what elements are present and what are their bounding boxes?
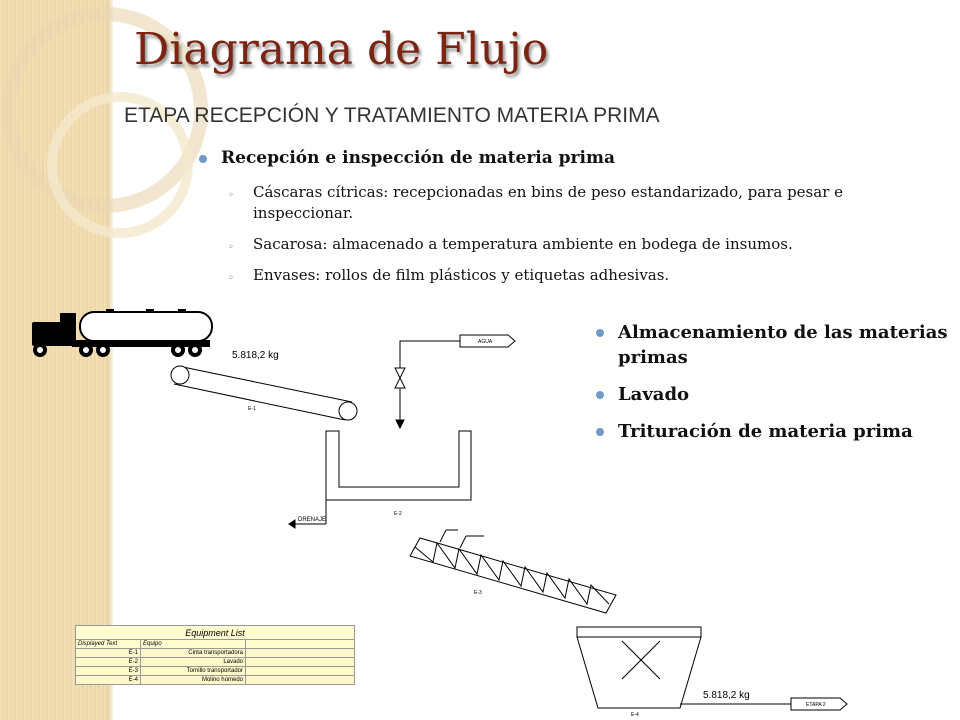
equipment-name-cell: Tornillo transportador	[140, 666, 246, 676]
water-label: AGUA	[478, 339, 493, 345]
slide-subtitle: ETAPA RECEPCIÓN Y TRATAMIENTO MATERIA PR…	[124, 104, 660, 127]
wet-mill-e4	[576, 626, 702, 709]
table-row: E-4 Molino húmedo	[75, 675, 355, 685]
equipment-name-cell: Molino húmedo	[140, 675, 246, 685]
equipment-name-cell: Lavado	[140, 657, 246, 667]
equipment-tag-cell: E-3	[75, 666, 141, 676]
ring-bullet-icon: ◦	[228, 190, 234, 201]
bullet-list: Recepción e inspección de materia prima …	[195, 148, 925, 296]
empty-cell	[245, 648, 355, 658]
equipment-list-table: Equipment List Displayed Text Equipo E-1…	[75, 625, 355, 685]
sub-bullet: ◦ Envases: rollos de film plásticos y et…	[195, 265, 925, 286]
e3-tag: E-3	[474, 590, 482, 596]
equipment-tag-cell: E-4	[75, 675, 141, 685]
decorative-ring	[47, 92, 193, 238]
column-header: Equipo	[140, 639, 246, 649]
tanker-truck-icon	[32, 309, 213, 357]
table-row: E-2 Lavado	[75, 657, 355, 667]
stage-2-tag: ETAPA 2	[790, 697, 848, 711]
decorative-ring	[2, 7, 208, 213]
ring-bullet-icon: ◦	[228, 273, 234, 284]
screw-conveyor-e3	[409, 529, 617, 614]
side-band-edge	[107, 0, 113, 720]
equipment-tag-cell: E-1	[75, 648, 141, 658]
drain-label: DRENAJE	[298, 517, 326, 523]
right-bullet: Almacenamiento de las materias primas	[593, 320, 953, 370]
empty-cell	[245, 675, 355, 685]
e2-tag: E-2	[394, 511, 402, 517]
washing-tank-e2	[288, 430, 472, 529]
bullet-main: Recepción e inspección de materia prima	[195, 148, 925, 168]
sub-bullet: ◦ Cáscaras cítricas: recepcionadas en bi…	[195, 182, 925, 224]
water-source-tag: AGUA	[459, 334, 516, 348]
flow-out-label: 5.818,2 kg	[703, 690, 750, 701]
slide-title: Diagrama de Flujo	[134, 24, 549, 75]
right-bullet: Trituración de materia prima	[593, 419, 953, 444]
sub-bullet-text: Envases: rollos de film plásticos y etiq…	[253, 266, 670, 284]
column-header-empty	[245, 639, 355, 649]
decorative-side-band	[0, 0, 107, 720]
ring-bullet-icon: ◦	[228, 242, 234, 253]
empty-cell	[245, 666, 355, 676]
equipment-list-title: Equipment List	[75, 625, 355, 640]
equipment-tag-cell: E-2	[75, 657, 141, 667]
right-bullet: Lavado	[593, 382, 953, 407]
e4-tag: E-4	[631, 712, 639, 718]
conveyor-belt-e1	[170, 365, 358, 421]
column-header: Displayed Text	[75, 639, 141, 649]
flow-in-label: 5.818,2 kg	[232, 350, 279, 361]
water-line	[395, 340, 460, 430]
stage-label: ETAPA 2	[806, 702, 826, 708]
equipment-name-cell: Cinta transportadora	[140, 648, 246, 658]
e1-tag: E-1	[248, 406, 256, 412]
empty-cell	[245, 657, 355, 667]
sub-bullet-text: Sacarosa: almacenado a temperatura ambie…	[253, 235, 793, 253]
table-row: E-3 Tornillo transportador	[75, 666, 355, 676]
valve-icon	[394, 367, 406, 389]
right-bullet-list: Almacenamiento de las materias primas La…	[593, 320, 953, 456]
table-row: E-1 Cinta transportadora	[75, 648, 355, 658]
sub-bullet: ◦ Sacarosa: almacenado a temperatura amb…	[195, 234, 925, 255]
sub-bullet-text: Cáscaras cítricas: recepcionadas en bins…	[253, 183, 844, 222]
